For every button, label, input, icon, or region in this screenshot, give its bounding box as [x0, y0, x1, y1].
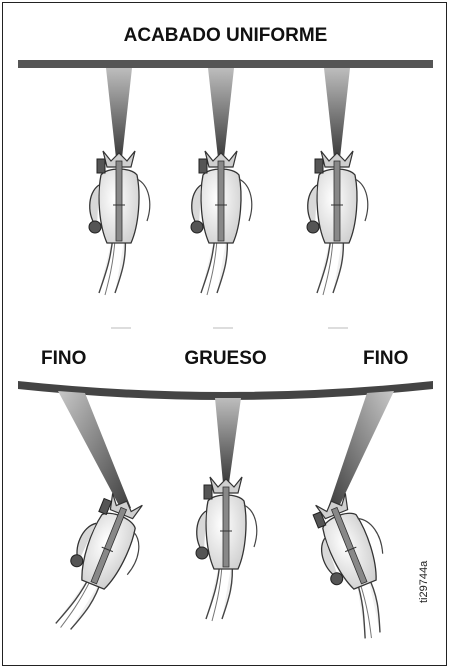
spray-fan-top-left: [106, 68, 132, 158]
spray-fan-bottom-right: [328, 391, 394, 513]
top-surface-bar: [18, 60, 433, 68]
panel-title: ACABADO UNIFORME: [123, 25, 328, 46]
diagram-frame: ACABADO UNIFORME FINO GRUESO FINO ti2974…: [2, 2, 447, 666]
label-fino-right: FINO: [363, 348, 409, 369]
spray-gun-top-center: [190, 150, 253, 296]
spray-gun-bottom-left: [45, 487, 157, 646]
diagram-illustration: [18, 60, 433, 646]
spray-gun-bottom-right: [301, 487, 414, 645]
label-grueso: GRUESO: [184, 348, 267, 369]
bottom-surface-bar: [18, 381, 433, 400]
spray-fan-bottom-center: [215, 398, 241, 483]
spray-fan-bottom-left: [58, 391, 131, 513]
spray-gun-top-right: [306, 150, 369, 296]
spray-fan-top-right: [324, 68, 350, 158]
spray-gun-bottom-center: [195, 476, 258, 622]
label-fino-left: FINO: [41, 348, 87, 369]
figure-id: ti29744a: [418, 560, 430, 603]
spray-gun-top-left: [88, 150, 151, 296]
spray-fan-top-center: [208, 68, 234, 158]
